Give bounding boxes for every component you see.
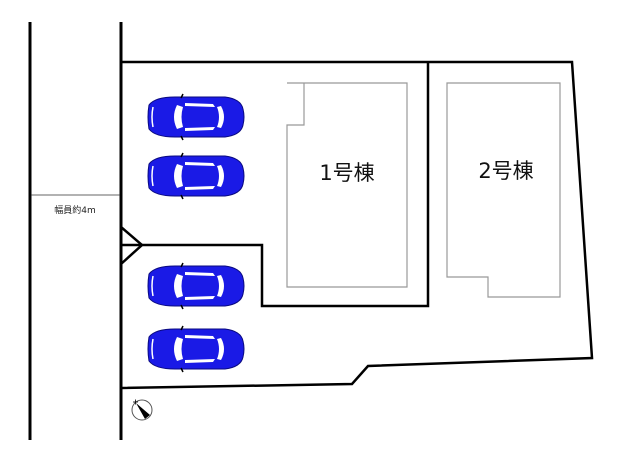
road: 幅員約4m [28,22,123,440]
parked-car-4 [147,325,245,373]
lot-boundary [120,60,594,390]
parked-car-1 [147,93,245,141]
building-2: 2号棟 [446,82,561,298]
building-2-label: 2号棟 [478,159,533,183]
parked-car-2 [147,152,245,200]
parked-car-3 [147,262,245,310]
building-1-label: 1号棟 [319,161,374,185]
building-1: 1号棟 [286,82,408,288]
road-width-label: 幅員約4m [54,204,96,216]
north-arrow-icon [131,399,153,421]
